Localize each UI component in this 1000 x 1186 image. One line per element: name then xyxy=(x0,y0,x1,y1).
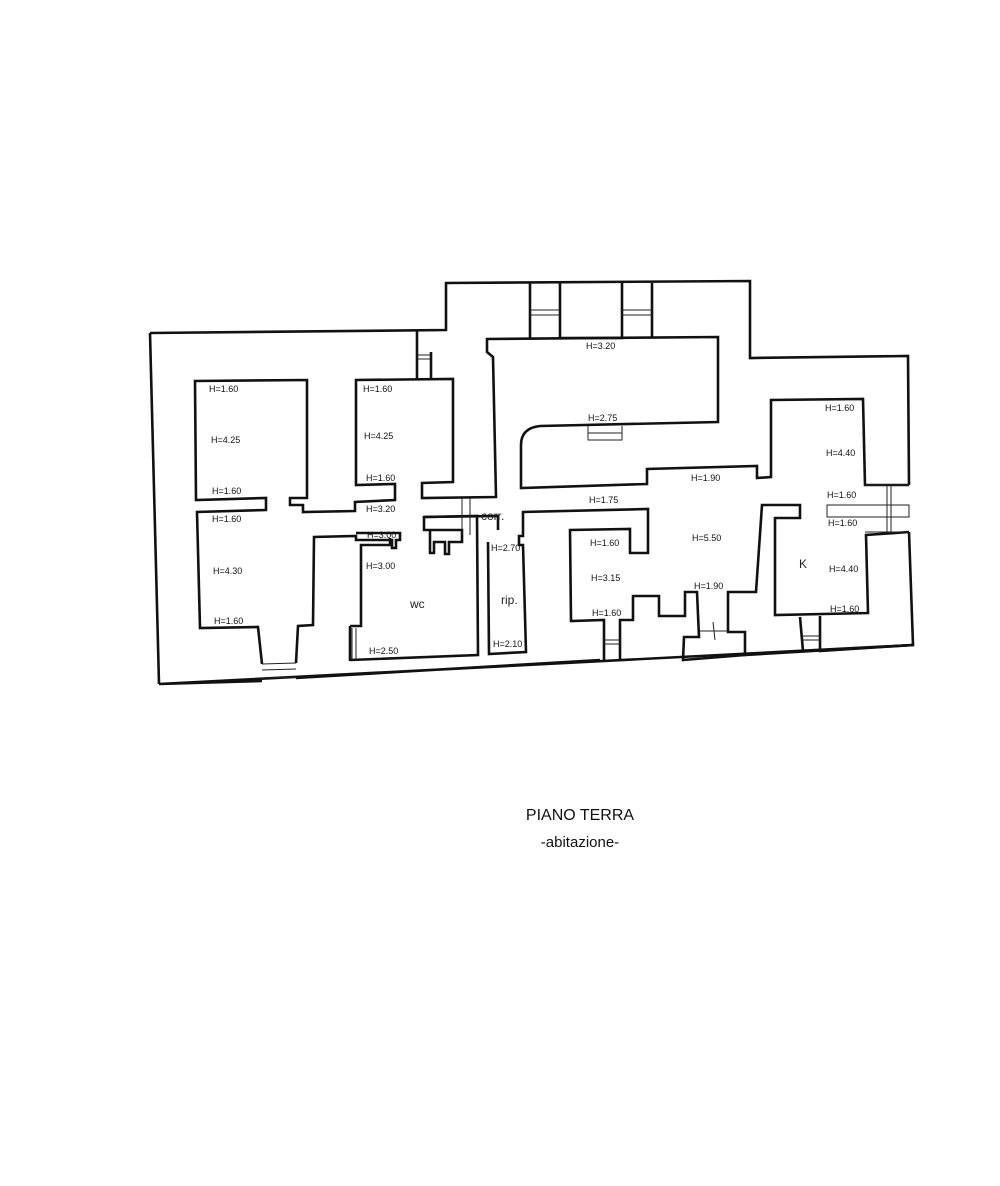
height-label: H=1.60 xyxy=(212,514,241,524)
outer-wall xyxy=(149,279,915,665)
height-label: H=3.20 xyxy=(586,341,615,351)
height-label: H=1.60 xyxy=(827,490,856,500)
height-label: H=1.60 xyxy=(363,384,392,394)
height-label: H=2.10 xyxy=(493,639,522,649)
height-label: H=4.25 xyxy=(364,431,393,441)
height-label: H=1.60 xyxy=(825,403,854,413)
height-label: H=3.15 xyxy=(591,573,620,583)
height-label: H=4.25 xyxy=(211,435,240,445)
height-label: H=1.75 xyxy=(589,495,618,505)
height-label: H=1.60 xyxy=(209,384,238,394)
outer-bottom-wall xyxy=(148,332,914,686)
height-label: H=1.60 xyxy=(830,604,859,614)
room-label-corr: corr. xyxy=(481,509,504,523)
height-label: H=2.70 xyxy=(491,543,520,553)
height-label: H=1.60 xyxy=(212,486,241,496)
height-label: H=2.75 xyxy=(588,413,617,423)
room-label-rip: rip. xyxy=(501,593,518,607)
height-label: H=3.00 xyxy=(367,530,396,540)
height-label: H=1.60 xyxy=(214,616,243,626)
height-label: H=5.50 xyxy=(692,533,721,543)
height-label: H=1.60 xyxy=(366,473,395,483)
upper-bay-wall xyxy=(415,283,654,380)
plan-title: PIANO TERRA xyxy=(525,807,635,824)
height-label: H=1.60 xyxy=(592,608,621,618)
height-label: H=4.40 xyxy=(826,448,855,458)
room-labels: wc corr. rip. K xyxy=(409,509,807,611)
room-label-k: K xyxy=(799,557,807,571)
height-label: H=4.40 xyxy=(829,564,858,574)
window xyxy=(261,309,910,679)
k-wall xyxy=(798,616,914,653)
height-label: H=1.90 xyxy=(691,473,720,483)
height-label: H=2.50 xyxy=(369,646,398,656)
height-label: H=1.60 xyxy=(590,538,619,548)
rip-wall xyxy=(423,507,746,662)
windows xyxy=(261,309,910,679)
height-label: H=1.90 xyxy=(694,581,723,591)
height-label: H=3.00 xyxy=(366,561,395,571)
height-labels: H=1.60 H=4.25 H=1.60 H=1.60 H=4.30 H=1.6… xyxy=(209,341,859,656)
height-label: H=4.30 xyxy=(213,566,242,576)
height-label: H=3.20 xyxy=(366,504,395,514)
plan-subtitle: -abitazione- xyxy=(540,834,620,851)
walls xyxy=(148,279,915,686)
room-label-wc: wc xyxy=(409,597,425,611)
height-label: H=1.60 xyxy=(828,518,857,528)
